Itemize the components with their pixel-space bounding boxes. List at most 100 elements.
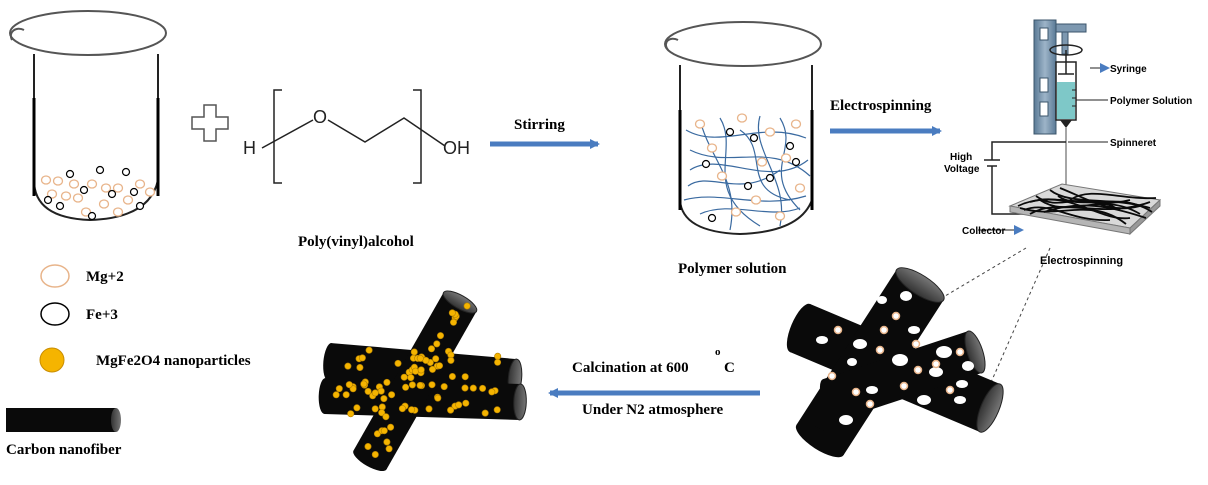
fiber-pore: [892, 354, 908, 366]
fiber-pore: [917, 395, 931, 405]
mg-ion: [774, 211, 786, 221]
fiber-pore: [962, 361, 974, 371]
nanoparticle: [440, 383, 448, 391]
nanoparticle: [394, 359, 402, 367]
fe-ion: [121, 167, 131, 177]
fe-ion: [95, 165, 105, 175]
polymer-strand: [739, 129, 791, 201]
mg-ion: [706, 143, 718, 153]
nanoparticle: [432, 355, 440, 363]
nanoparticle: [407, 374, 415, 382]
legend-nanoparticle-label: MgFe2O4 nanoparticles: [96, 353, 251, 369]
nanoparticle: [479, 384, 487, 392]
mg-ion: [46, 189, 58, 199]
fiber-pore: [956, 380, 968, 388]
mg-ion: [694, 119, 706, 129]
nanoparticle: [332, 391, 340, 399]
nanoparticle: [462, 399, 470, 407]
fe-ion: [129, 187, 139, 197]
mg-ion: [134, 179, 146, 189]
nanoparticle: [427, 345, 435, 353]
mg-ion: [730, 207, 742, 217]
nanoparticle: [364, 387, 372, 395]
fiber-pore: [954, 396, 966, 404]
voltage-label: Voltage: [944, 164, 980, 175]
mg-ion: [827, 371, 837, 381]
legend-nanoparticle-icon: [39, 347, 65, 373]
fe-ion: [791, 157, 801, 167]
nanoparticle: [447, 406, 455, 414]
calcination-line1: Calcination at 600: [572, 360, 689, 376]
beaker-ions: [40, 165, 156, 221]
mg-ion: [790, 119, 802, 129]
oxygen-label: O: [313, 107, 327, 127]
nanoparticle: [436, 332, 444, 340]
nanoparticle: [382, 413, 390, 421]
fe-ion: [107, 189, 117, 199]
fiber-pore: [936, 346, 952, 358]
mg-ion: [100, 183, 112, 193]
beaker-precursors: [9, 10, 167, 222]
deposited-fiber: [1043, 204, 1147, 219]
electrospinning-arrow-label: Electrospinning: [830, 98, 932, 114]
mg-ion: [931, 359, 941, 369]
nanoparticle: [344, 362, 352, 370]
legend-fe-icon: [40, 302, 70, 326]
mg-ion: [851, 387, 861, 397]
nanoparticle: [408, 381, 416, 389]
mg-ion: [98, 199, 110, 209]
mg-ion: [72, 193, 84, 203]
mg-ion: [144, 187, 156, 197]
mg-ion: [756, 157, 768, 167]
mg-ion: [716, 171, 728, 181]
plus-icon: [191, 104, 229, 142]
pva-name: Poly(vinyl)alcohol: [298, 234, 414, 250]
fe-ion: [765, 173, 775, 183]
mg-ion: [891, 311, 901, 321]
fe-ion: [785, 141, 795, 151]
nanoparticle: [433, 340, 441, 348]
polymer-strand: [719, 117, 761, 227]
as-spun-fibers: [786, 267, 1004, 458]
nanoparticle: [385, 445, 393, 453]
deposited-fiber: [1029, 201, 1151, 215]
polymer-strand: [683, 195, 807, 202]
nanoparticle: [447, 356, 455, 364]
mg-ion: [80, 207, 92, 217]
fe-ion: [55, 201, 65, 211]
fe-ion: [707, 213, 717, 223]
mg-ion: [122, 195, 134, 205]
mg-ion: [68, 179, 80, 189]
legend-nanofiber-label: Carbon nanofiber: [6, 442, 122, 458]
nanoparticle: [494, 352, 502, 360]
calcination-step: Calcination at 600 o C Under N2 atmosphe…: [548, 346, 760, 418]
nanoparticle: [411, 367, 419, 375]
fiber-mesh: [1017, 187, 1157, 225]
nanoparticle: [371, 450, 379, 458]
fiber-pore: [866, 386, 878, 394]
fe-ion: [65, 169, 75, 179]
nanoparticle: [448, 309, 456, 317]
mg-ion: [879, 325, 889, 335]
fiber-pore: [816, 336, 828, 344]
nanoparticle: [380, 427, 388, 435]
fe-ion: [725, 127, 735, 137]
nanoparticle: [410, 348, 418, 356]
fe-ion: [701, 159, 711, 169]
deposited-fiber: [1023, 206, 1111, 221]
fiber-pore: [877, 296, 887, 304]
stirring-label: Stirring: [514, 117, 565, 133]
solution-fibers: [683, 115, 811, 231]
deposited-fiber: [1059, 187, 1141, 210]
nanoparticle: [342, 391, 350, 399]
polymer-strand: [699, 207, 801, 215]
mg-ion: [865, 399, 875, 409]
mg-ion: [913, 365, 923, 375]
electrospinning-caption: Electrospinning: [1040, 255, 1123, 267]
nanoparticle: [356, 363, 364, 371]
nanoparticle: [398, 405, 406, 413]
degree-mark: o: [715, 346, 721, 358]
fe-ion: [79, 185, 89, 195]
nanoparticle: [493, 406, 501, 414]
